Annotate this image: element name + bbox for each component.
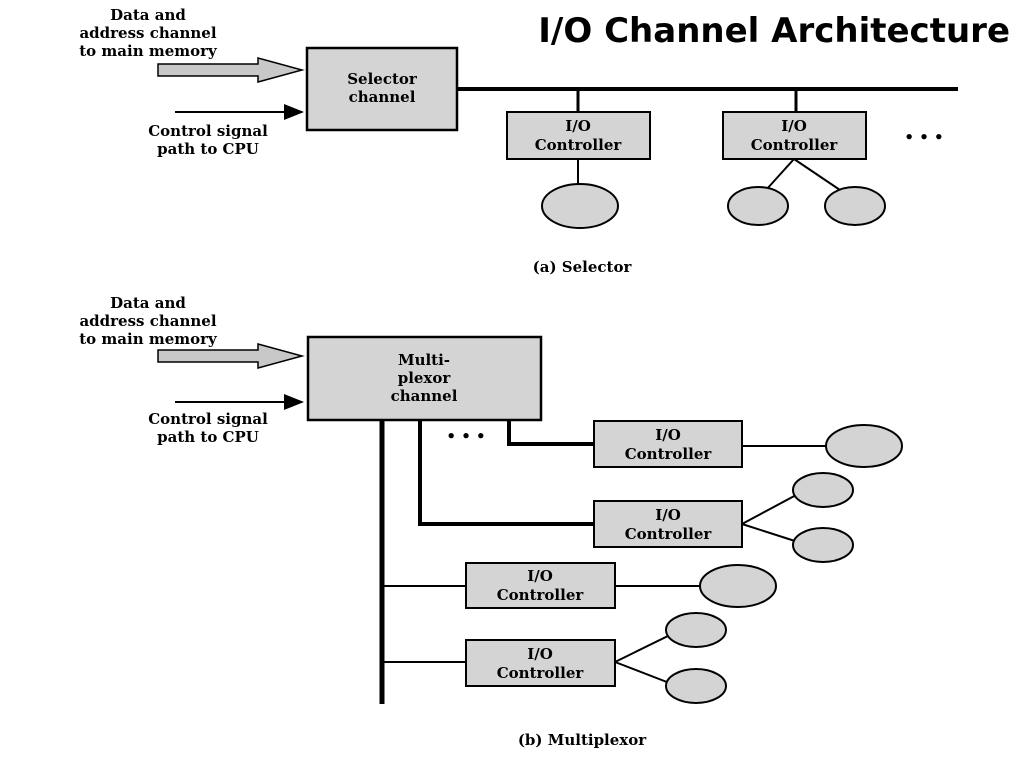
selector-data-label-line1: Data and (110, 6, 186, 24)
multiplexor-device-disk-2 (792, 472, 854, 508)
multiplexor-device-link-2b (741, 523, 799, 543)
multiplexor-io-controller-1-label-line1: I/O (655, 426, 681, 444)
selector-data-label-line2: address channel (79, 24, 216, 42)
selector-io-controller-1-label-line2: Controller (535, 136, 623, 154)
multiplexor-caption: (b) Multiplexor (518, 731, 647, 749)
selector-io-controller-1-label-line1: I/O (565, 117, 591, 135)
multiplexor-io-controller-1-label-line2: Controller (625, 445, 713, 463)
multiplexor-io-controller-2-label-line1: I/O (655, 506, 681, 524)
selector-ellipsis: • • • (904, 128, 943, 146)
selector-control-label-line2: path to CPU (157, 140, 259, 158)
multiplexor-io-controller-4 (465, 639, 616, 687)
multiplexor-io-controller-2-label-line2: Controller (625, 525, 713, 543)
multiplexor-device-link-2a (741, 493, 799, 525)
multiplexor-device-link-4a (614, 633, 673, 663)
multiplexor-data-label-line2: address channel (79, 312, 216, 330)
multiplexor-control-label-line2: path to CPU (157, 428, 259, 446)
multiplexor-data-label-line3: to main memory (79, 330, 218, 348)
multiplexor-channel-box (306, 335, 543, 422)
multiplexor-channel-label-line3: channel (391, 387, 458, 405)
selector-diagram: Data and address channel to main memory … (79, 6, 958, 276)
multiplexor-device-disk-6 (665, 668, 727, 704)
multiplexor-io-controller-4-label-line2: Controller (497, 664, 585, 682)
selector-device-link-2a (765, 158, 795, 191)
multiplexor-data-label-line1: Data and (110, 294, 186, 312)
multiplexor-io-controller-3-label-line1: I/O (527, 567, 553, 585)
selector-io-controller-2-label-line2: Controller (751, 136, 839, 154)
selector-io-controller-1 (506, 111, 651, 160)
selector-io-controller-2-label-line1: I/O (781, 117, 807, 135)
selector-device-disk-3 (824, 186, 886, 226)
multiplexor-path-2 (418, 420, 594, 526)
multiplexor-device-disk-5 (665, 612, 727, 648)
multiplexor-data-arrow (157, 343, 305, 369)
multiplexor-ellipsis: • • • (446, 427, 485, 445)
multiplexor-control-label-line1: Control signal (148, 410, 268, 428)
multiplexor-channel-label-line2: plexor (398, 369, 452, 387)
multiplexor-io-controller-2 (593, 500, 743, 548)
multiplexor-path-1 (507, 420, 594, 446)
selector-data-label-line3: to main memory (79, 42, 218, 60)
multiplexor-io-controller-3 (465, 562, 616, 609)
multiplexor-io-controller-3-label-line2: Controller (497, 586, 585, 604)
selector-device-link-2b (793, 158, 841, 191)
multiplexor-device-link-4b (614, 661, 673, 685)
selector-device-disk-2 (727, 186, 789, 226)
selector-channel-label-line2: channel (349, 88, 416, 106)
multiplexor-channel-label-line1: Multi- (398, 351, 450, 369)
page-title: I/O Channel Architecture (538, 11, 1010, 51)
selector-io-controller-2 (722, 111, 867, 160)
multiplexor-device-disk-1 (825, 424, 903, 468)
selector-data-arrow (157, 57, 305, 83)
selector-channel-box (305, 46, 459, 132)
multiplexor-io-controller-1 (593, 420, 743, 468)
multiplexor-device-disk-3 (792, 527, 854, 563)
selector-device-disk-1 (541, 183, 619, 229)
multiplexor-diagram: Data and address channel to main memory … (79, 294, 903, 749)
selector-caption: (a) Selector (533, 258, 633, 276)
selector-control-label-line1: Control signal (148, 122, 268, 140)
multiplexor-io-controller-4-label-line1: I/O (527, 645, 553, 663)
selector-channel-label-line1: Selector (347, 70, 418, 88)
multiplexor-device-disk-4 (699, 564, 777, 608)
